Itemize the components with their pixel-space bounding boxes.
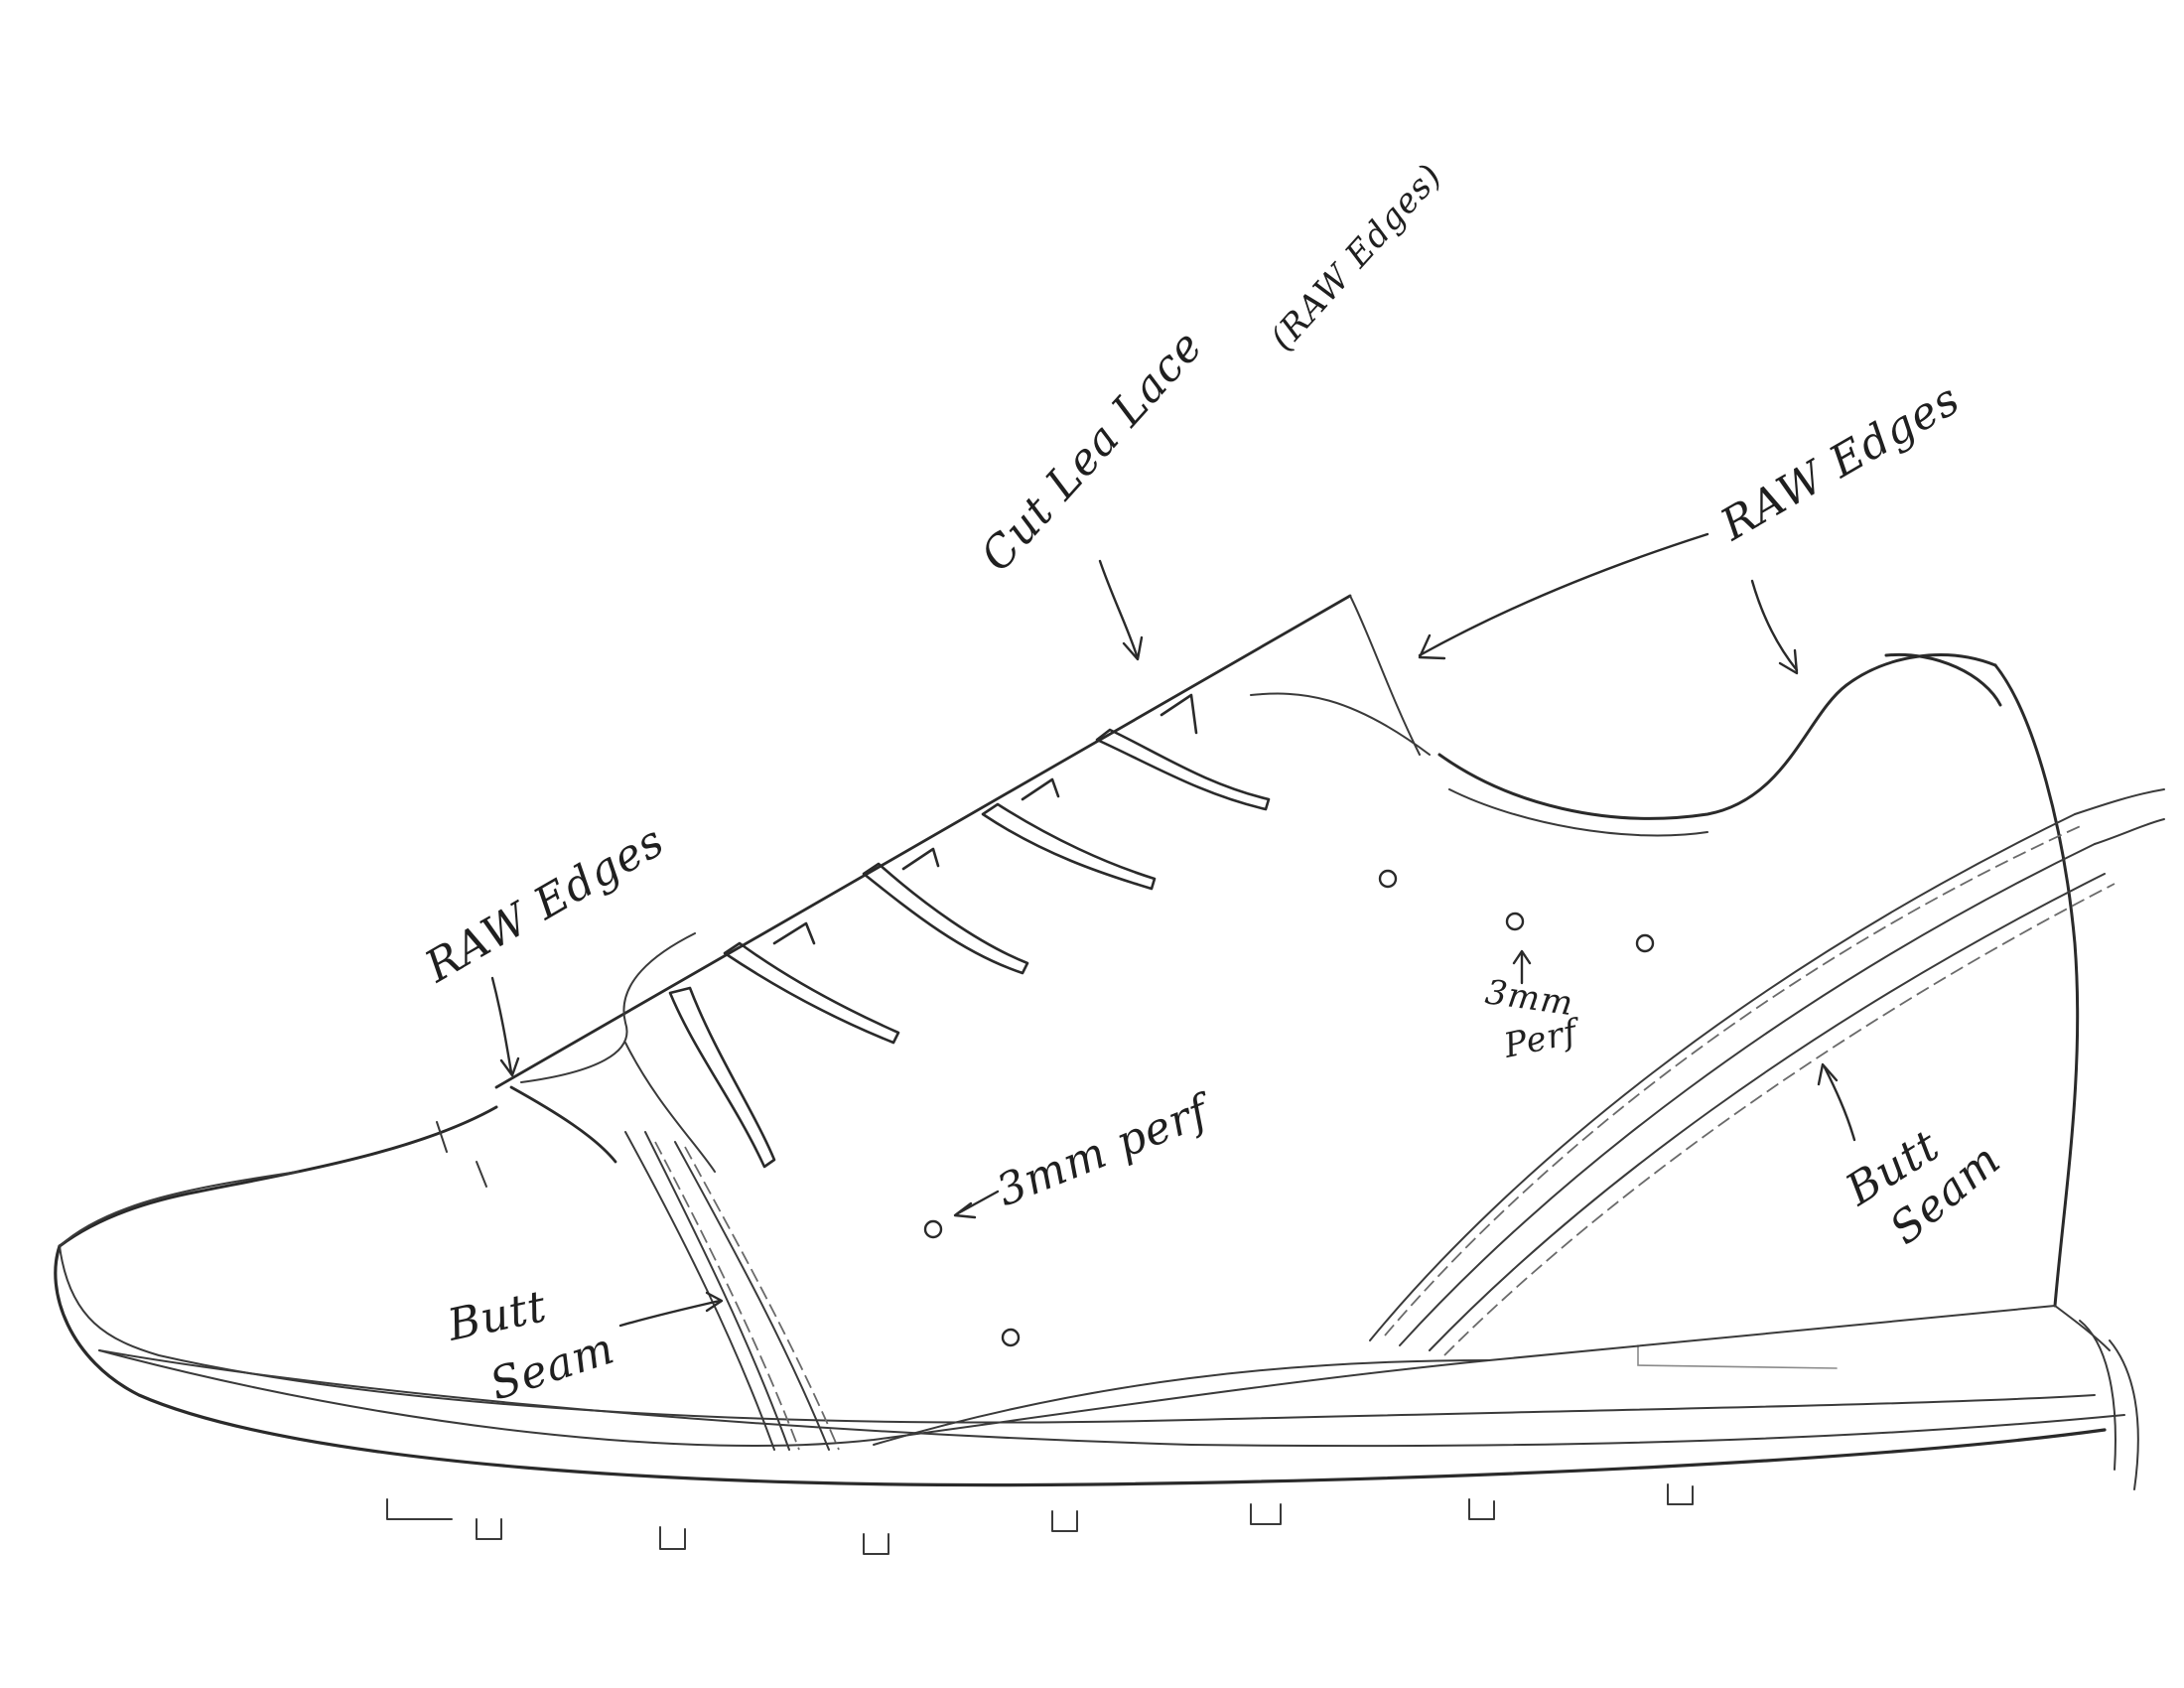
perf-hole	[1635, 933, 1655, 953]
upper-outline	[58, 594, 2111, 1447]
label-raw-edges-paren: (RAW Edges)	[1263, 156, 1450, 358]
annotation-arrows	[490, 532, 1856, 1328]
perf-hole	[1378, 869, 1398, 889]
label-cut-lea-lace: Cut Lea Lace	[971, 321, 1213, 581]
perf-hole	[923, 1219, 943, 1239]
perforations	[923, 869, 1655, 1347]
laces	[668, 693, 1271, 1169]
label-butt-seam-front-1: Butt	[443, 1281, 551, 1351]
label-perf-upper: Perf	[1500, 1011, 1585, 1066]
perf-hole	[1505, 912, 1525, 931]
annotation-labels: Cut Lea Lace (RAW Edges) RAW Edges RAW E…	[416, 156, 2010, 1410]
label-raw-edges-toe: RAW Edges	[416, 815, 673, 993]
perf-hole	[1001, 1328, 1021, 1347]
label-3mm-perf-side: 3mm perf	[990, 1084, 1221, 1217]
label-raw-edges-collar: RAW Edges	[1711, 373, 1969, 551]
sole	[54, 1244, 2139, 1555]
seams	[624, 788, 2165, 1451]
